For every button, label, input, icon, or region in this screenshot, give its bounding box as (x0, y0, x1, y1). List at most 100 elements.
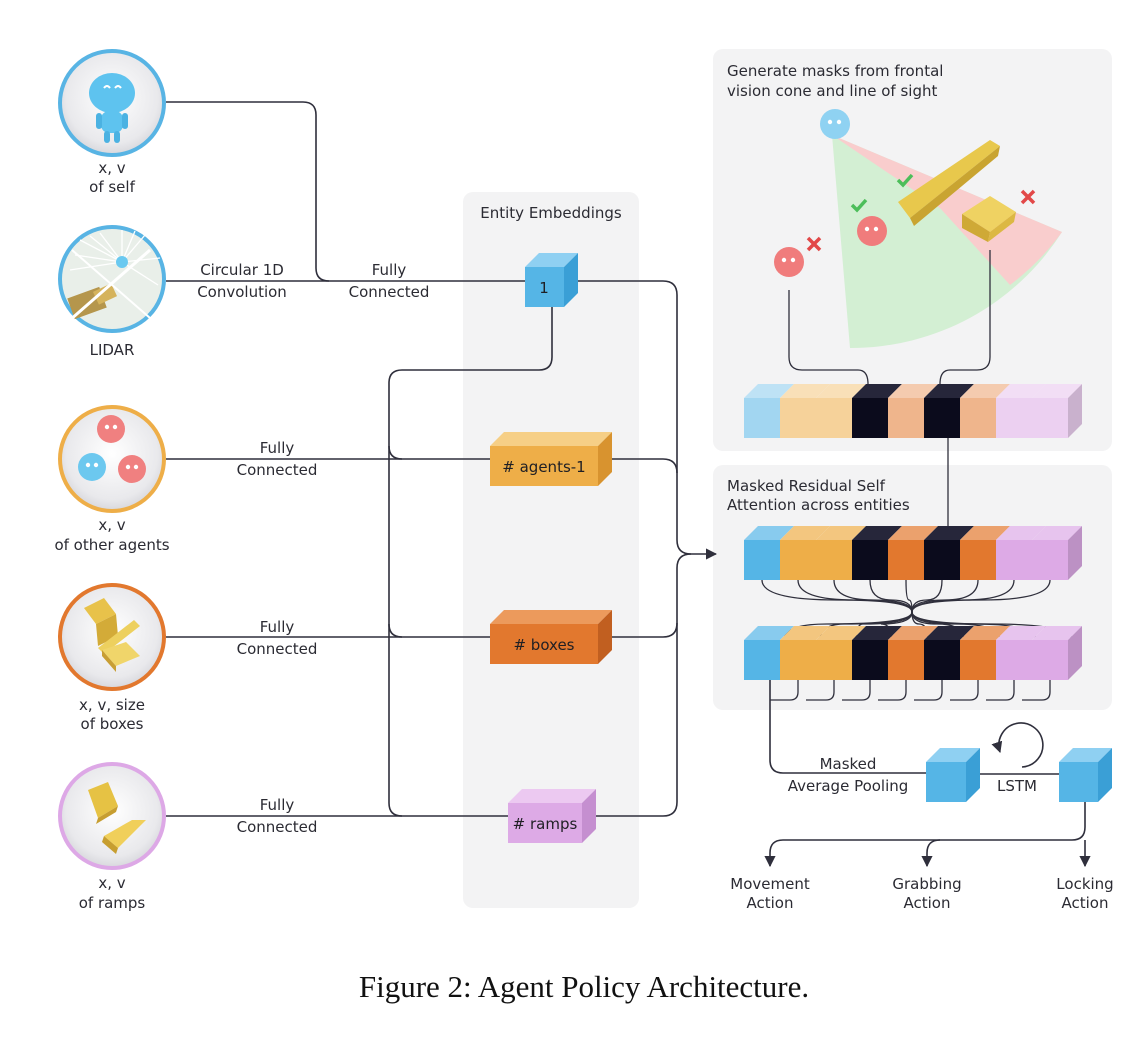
cell-top (960, 526, 1010, 540)
cell-front (960, 540, 996, 580)
cell-top (744, 626, 794, 640)
entity-cell-masked-black (924, 526, 974, 580)
entity-cell-agent-orange (816, 626, 866, 680)
self-embedding-cube (525, 253, 578, 307)
cell-top (852, 384, 902, 398)
self-embedding-label: 1 (539, 279, 549, 297)
movement-label-2: Action (747, 894, 794, 912)
pooling-label-2: Average Pooling (788, 777, 909, 795)
cell-front (1032, 640, 1068, 680)
entity-cell-ramp-pink (996, 384, 1046, 438)
attention-row-2 (744, 626, 1082, 680)
cell-top (924, 626, 974, 640)
entity-cell-masked-black (852, 526, 902, 580)
cell-top (960, 384, 1010, 398)
agents-embedding-label: # agents-1 (502, 458, 585, 476)
mask-line-hidden-agent (788, 290, 869, 385)
cell-top (996, 384, 1046, 398)
cell-top (744, 384, 794, 398)
agents-embedding-block (490, 432, 612, 486)
cell-top (1032, 526, 1082, 540)
fc-agents-label-2: Connected (237, 461, 318, 479)
cell-front (924, 398, 960, 438)
pooling-link (806, 680, 835, 701)
entity-cell-masked-black (852, 384, 902, 438)
cell-front (888, 640, 924, 680)
pooling-link (842, 680, 871, 701)
cell-front (888, 540, 924, 580)
right-bus-agents (612, 458, 678, 474)
agents-input (58, 405, 166, 513)
circular-label-2: Convolution (197, 283, 287, 301)
agents-icon (78, 415, 146, 483)
cell-front (744, 640, 780, 680)
entity-cell-agent-orange (780, 626, 830, 680)
ramps-icon (88, 782, 146, 854)
lidar-label: LIDAR (90, 341, 135, 359)
boxes-input (58, 583, 166, 691)
cell-top (888, 384, 938, 398)
mask-line-box (939, 250, 991, 385)
output-wire-movement (764, 802, 1086, 868)
pooling-link (986, 680, 1015, 701)
lidar-input (58, 225, 166, 333)
pooling-link (914, 680, 943, 701)
entity-cell-box-orange (888, 626, 938, 680)
cell-front (816, 640, 852, 680)
ramps-label-2: of ramps (79, 894, 146, 912)
grabbing-label-1: Grabbing (892, 875, 961, 893)
check-icon (896, 173, 914, 188)
self-label-1: x, v (98, 159, 125, 177)
locking-label-1: Locking (1056, 875, 1113, 893)
mask-row (744, 384, 1082, 438)
attention-row-1 (744, 526, 1082, 580)
entity-cell-self-blue (744, 384, 794, 438)
pooling-links (770, 680, 1051, 701)
agents-label-2: of other agents (54, 536, 169, 554)
mask-title-2: vision cone and line of sight (727, 82, 937, 100)
cell-front (996, 398, 1032, 438)
self-input (58, 49, 166, 157)
cell-side (1068, 384, 1082, 438)
fc-boxes-label-1: Fully (260, 618, 295, 636)
cell-front (888, 398, 924, 438)
entity-cell-agent-orange (780, 526, 830, 580)
cell-front (960, 640, 996, 680)
right-bus-self (578, 280, 692, 555)
cell-top (852, 626, 902, 640)
locking-label-2: Action (1062, 894, 1109, 912)
grabbing-label-2: Action (904, 894, 951, 912)
cell-top (960, 626, 1010, 640)
embeddings-title: Entity Embeddings (480, 204, 622, 222)
fc-ramps-label-2: Connected (237, 818, 318, 836)
agents-label-1: x, v (98, 516, 125, 534)
cell-front (1032, 398, 1068, 438)
cell-top (780, 384, 830, 398)
entity-cell-agent-orange (816, 526, 866, 580)
cell-front (924, 540, 960, 580)
pooling-link (878, 680, 907, 701)
cell-top (1032, 384, 1082, 398)
pooled-cube (926, 748, 980, 802)
self-agent-icon (820, 109, 850, 139)
cell-top (780, 626, 830, 640)
movement-label-1: Movement (730, 875, 810, 893)
cell-top (924, 384, 974, 398)
entity-cell-box-orange (960, 384, 1010, 438)
entity-cell-masked-black (924, 384, 974, 438)
attention-title-2: Attention across entities (727, 496, 910, 514)
lidar-scene-icon (67, 230, 161, 322)
cell-front (924, 640, 960, 680)
mask-title-1: Generate masks from frontal (727, 62, 943, 80)
fc-self-label-1: Fully (372, 261, 407, 279)
pool-wire (769, 680, 926, 774)
ramps-label-1: x, v (98, 874, 125, 892)
cell-front (816, 398, 852, 438)
entity-cell-ramp-pink (1032, 526, 1082, 580)
cell-side (1068, 626, 1082, 680)
hidden-agent-icon (774, 247, 804, 277)
cell-front (996, 540, 1032, 580)
boxes-label-1: x, v, size (79, 696, 145, 714)
cell-top (816, 526, 866, 540)
